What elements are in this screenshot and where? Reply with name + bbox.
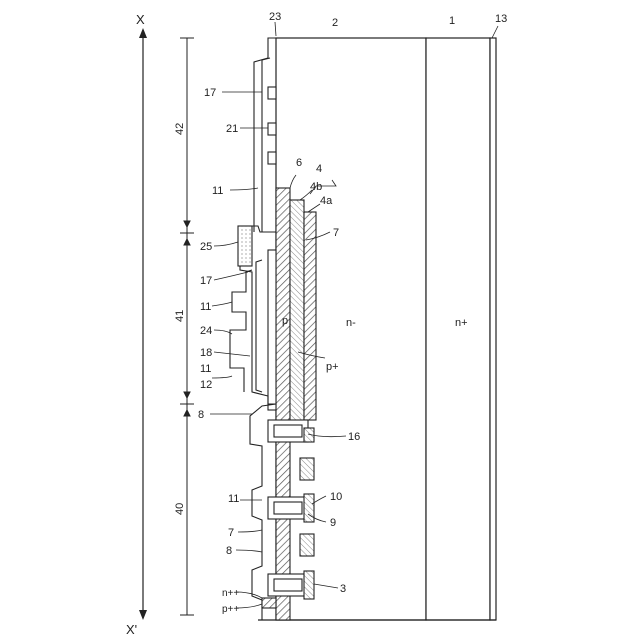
label-p-plus: p+ [326,361,339,373]
label-16: 16 [348,431,360,443]
label-n-plus-plus: n++ [222,588,239,599]
label-9: 9 [330,517,336,529]
axis-bottom-label: X' [126,622,137,637]
label-n-minus: n- [346,317,356,329]
label-4a: 4a [320,195,333,207]
label-7-upper: 7 [333,227,339,239]
label-8-lower: 8 [226,545,232,557]
label-8-upper: 8 [198,409,204,421]
label-24: 24 [200,325,212,337]
label-11-mid: 11 [200,301,211,313]
label-25: 25 [200,241,212,253]
label-11-low: 11 [200,363,211,375]
region-40-label: 40 [174,503,186,515]
label-13: 13 [495,13,507,25]
label-p: p [282,315,288,327]
label-4b: 4b [310,181,322,193]
label-2: 2 [332,17,338,29]
label-p-plus-plus: p++ [222,604,239,615]
label-6: 6 [296,157,302,169]
label-7-lower: 7 [228,527,234,539]
p-region-layers [268,188,316,428]
termination-region-42 [254,38,276,232]
region-42-label: 42 [174,123,186,135]
label-12: 12 [200,379,212,391]
label-10: 10 [330,491,342,503]
active-region-40 [250,404,314,620]
x-axis-arrow [139,28,147,620]
region-41-label: 41 [174,310,186,322]
label-21: 21 [226,123,238,135]
label-3: 3 [340,583,346,595]
label-n-plus: n+ [455,317,468,329]
label-11-bottom: 11 [228,493,239,505]
axis-top-label: X [136,12,145,27]
label-11-top: 11 [212,185,223,197]
label-23: 23 [269,11,281,23]
label-4: 4 [316,163,322,175]
label-1: 1 [449,15,455,27]
label-17-mid: 17 [200,275,212,287]
label-17-top: 17 [204,87,216,99]
label-18: 18 [200,347,212,359]
